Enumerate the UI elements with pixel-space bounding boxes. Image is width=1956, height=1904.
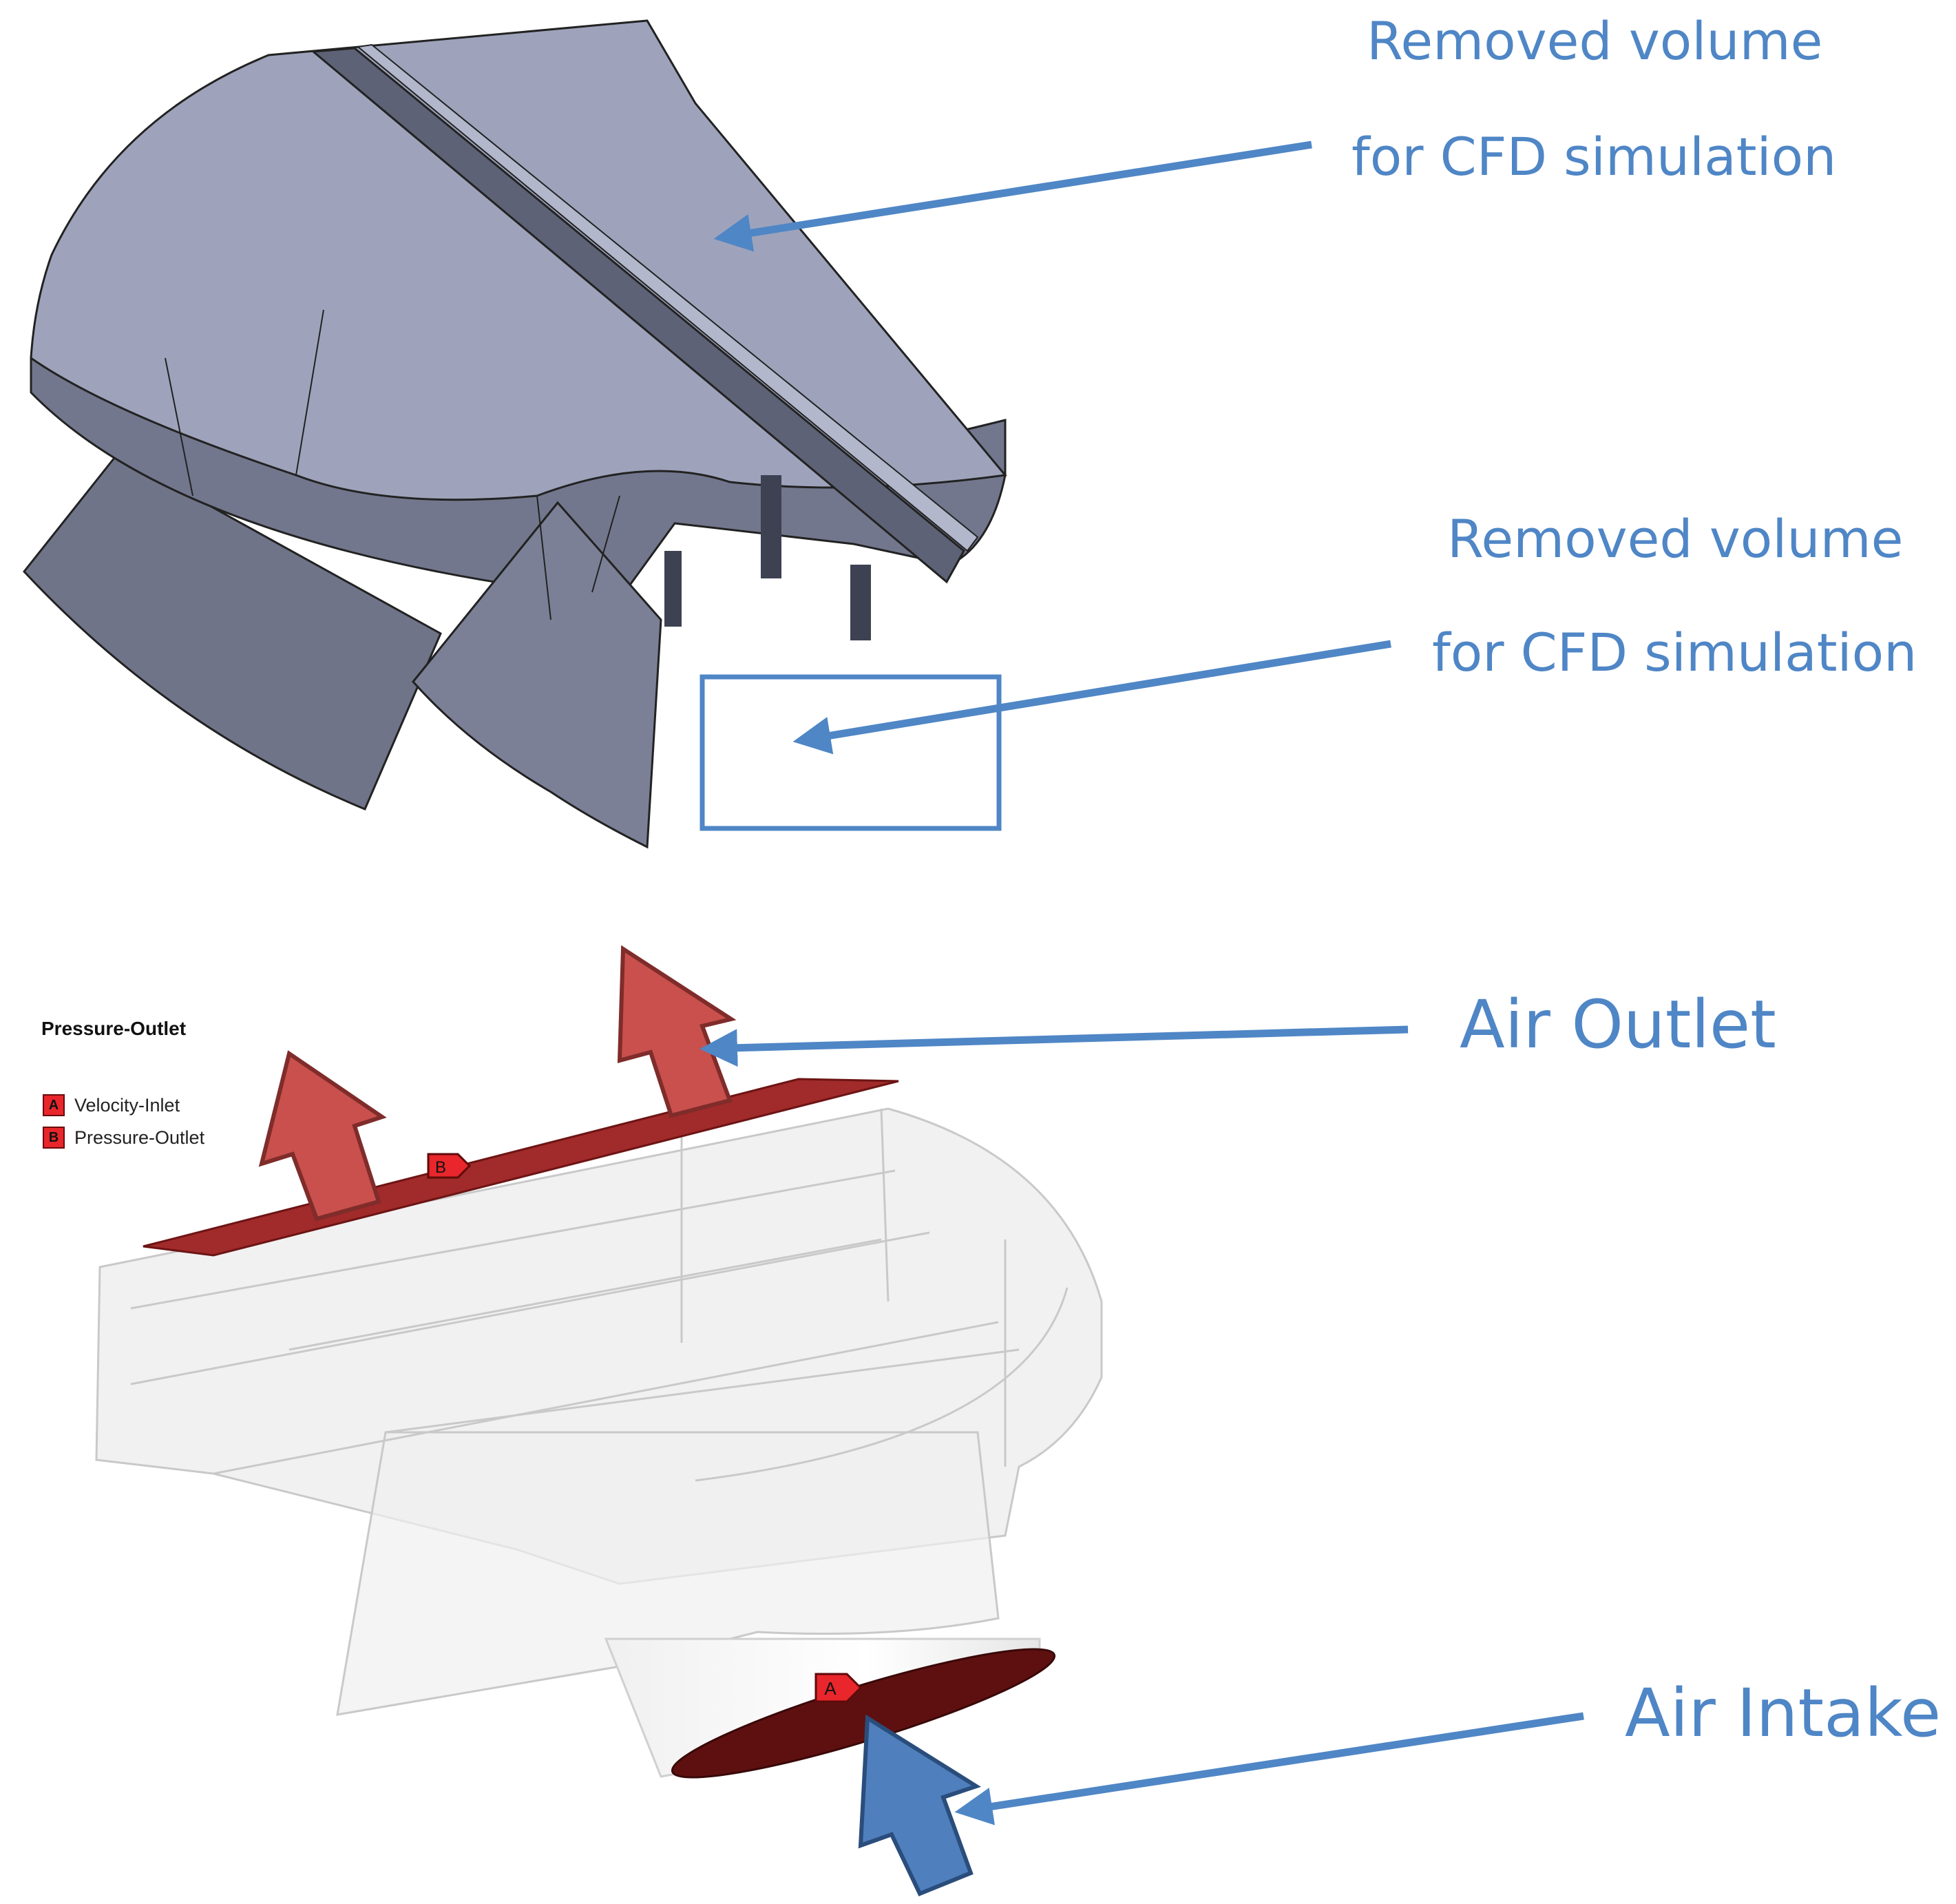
annotation-mid-line1: Removed volume <box>1447 508 1904 569</box>
annotation-mid-line2: for CFD simulation <box>1432 622 1917 683</box>
solid-skirt <box>412 501 662 849</box>
outlet-tag-marker: B <box>427 1153 472 1179</box>
solid-rail-light <box>356 43 979 552</box>
legend-tag-b: B <box>43 1127 65 1149</box>
solid-slot <box>761 475 781 578</box>
outlet-tag-letter: B <box>435 1158 446 1177</box>
solid-edge-lines <box>165 309 620 620</box>
annotation-top-line1: Removed volume <box>1367 10 1823 72</box>
inlet-tag-letter: A <box>824 1678 837 1699</box>
outlet-flow-arrow-left <box>258 1050 387 1222</box>
solid-top-face <box>30 19 1007 501</box>
legend-item-pressure-outlet: B Pressure-Outlet <box>43 1127 204 1149</box>
legend-label-velocity-inlet: Velocity-Inlet <box>74 1094 180 1116</box>
intake-flow-arrow <box>858 1714 981 1896</box>
solid-model <box>23 19 1007 849</box>
legend-item-velocity-inlet: A Velocity-Inlet <box>43 1094 180 1116</box>
inlet-tag-marker: A <box>814 1673 863 1703</box>
solid-slot <box>850 565 871 640</box>
annotation-arrow-outlet <box>700 1025 1409 1067</box>
solid-slot <box>664 551 682 627</box>
annotation-arrow-intake <box>954 1712 1584 1825</box>
transparent-edges <box>130 1108 1069 1482</box>
annotation-air-intake: Air Intake <box>1625 1675 1942 1752</box>
solid-rail <box>311 47 965 584</box>
transparent-skirt <box>336 1431 1000 1716</box>
annotation-top-line2: for CFD simulation <box>1352 126 1837 187</box>
legend-title: Pressure-Outlet <box>41 1018 187 1039</box>
annotation-air-outlet: Air Outlet <box>1460 986 1776 1063</box>
legend-tag-a: A <box>43 1094 65 1116</box>
legend-label-pressure-outlet: Pressure-Outlet <box>74 1127 205 1148</box>
solid-cylinder <box>23 453 442 810</box>
removed-volume-box <box>700 674 1002 831</box>
annotation-arrow-top <box>713 140 1312 252</box>
annotation-arrow-mid <box>792 640 1391 755</box>
outlet-flow-arrow-right <box>617 945 737 1118</box>
